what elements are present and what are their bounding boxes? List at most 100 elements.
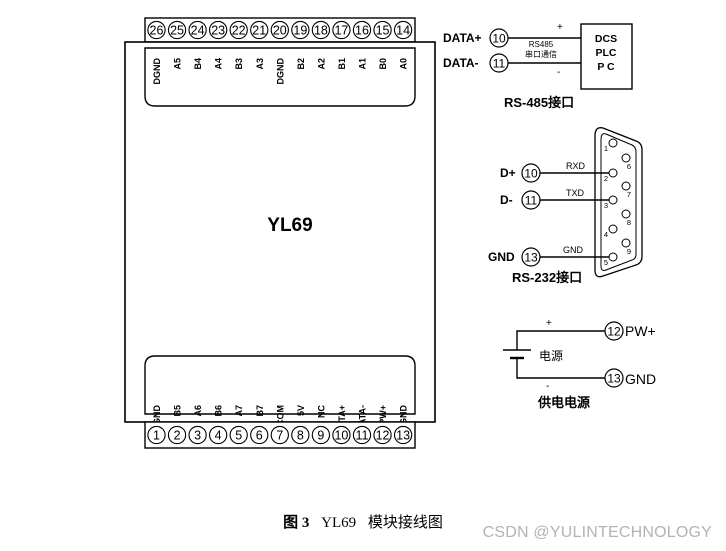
txd-label: TXD — [566, 188, 585, 198]
bottom-terminal-number: 12 — [376, 429, 390, 443]
db9-pin-number: 1 — [604, 144, 608, 153]
db9-pin-number: 4 — [604, 230, 608, 239]
bottom-terminal-number: 4 — [215, 429, 222, 443]
bottom-pin-label: 5V — [296, 405, 306, 416]
bottom-pin-label: B5 — [173, 405, 183, 417]
bottom-pin-label: PW+ — [378, 405, 388, 425]
bottom-terminal-number: 8 — [297, 429, 304, 443]
bottom-terminal-number: 3 — [194, 429, 201, 443]
db9-pin-hole — [621, 238, 631, 248]
bottom-terminal-number: 11 — [356, 429, 369, 443]
bottom-pin-label: DGND — [152, 405, 162, 432]
bottom-terminal-number: 1 — [153, 429, 160, 443]
bottom-terminal-number: 7 — [276, 429, 283, 443]
rs485-minus-sign: - — [557, 67, 560, 78]
rs485-data-plus-pin-number: 10 — [492, 32, 506, 46]
db9-pin-number: 9 — [627, 247, 631, 256]
db9-pin-hole — [608, 195, 618, 205]
rs232-gnd-pin-number: 13 — [524, 251, 538, 265]
rs232-d-plus-pin-number: 10 — [524, 167, 538, 181]
db9-pin-number: 6 — [627, 162, 631, 171]
rs485-data-minus-label: DATA- — [443, 56, 479, 70]
module-top-label-panel — [144, 47, 416, 107]
bottom-terminal-circle — [147, 425, 166, 445]
rs485-data-plus-label: DATA+ — [443, 31, 482, 45]
watermark: CSDN @YULINTECHNOLOGY — [482, 524, 712, 541]
db9-pin-number: 5 — [604, 258, 608, 267]
bottom-terminal-circle — [270, 425, 289, 445]
rs485-line-note-1: RS485 — [529, 40, 554, 49]
bottom-pin-label: NC — [316, 405, 326, 418]
top-pin-label: B0 — [378, 58, 388, 70]
bottom-terminal-number: 2 — [174, 429, 181, 443]
bottom-terminal-circle — [208, 425, 228, 445]
rs232-caption: RS-232接口 — [512, 270, 582, 285]
rs232-d-plus-label: D+ — [500, 166, 516, 180]
bottom-pin-label: A7 — [234, 405, 244, 417]
power-wiring: + - 电源 12 PW+ 13 GND 供电电源 — [503, 318, 656, 410]
top-pin-label: DGND — [275, 58, 285, 85]
rs232-d-minus-label: D- — [500, 193, 513, 207]
db9-connector-shell — [594, 127, 643, 278]
power-plus-sign: + — [546, 318, 552, 329]
top-terminal-circle — [311, 20, 331, 40]
top-terminal-number: 24 — [191, 24, 205, 38]
bottom-terminal-circle — [167, 425, 187, 445]
top-terminal-number: 19 — [293, 24, 307, 38]
db9-pin-number: 2 — [604, 174, 608, 183]
host-box — [580, 23, 633, 90]
db9-pin-number: 3 — [604, 201, 608, 210]
power-minus-sign: - — [546, 381, 549, 392]
db9-pin-hole — [608, 138, 618, 148]
bottom-terminal-number: 13 — [396, 429, 410, 443]
power-pw-pin — [604, 321, 624, 341]
bottom-terminal-circle — [250, 425, 269, 445]
db9-connector-inner — [600, 133, 637, 271]
top-terminal-circle — [250, 20, 269, 40]
top-terminal-number: 17 — [334, 24, 348, 38]
top-pin-label: DGND — [152, 58, 162, 85]
top-pin-label: B3 — [234, 58, 244, 70]
top-pin-label: B2 — [296, 58, 306, 70]
bottom-terminal-circle — [352, 425, 372, 445]
rs485-plus-sign: + — [557, 22, 563, 33]
top-terminal-circle — [291, 20, 310, 40]
bottom-terminal-number: 9 — [317, 429, 324, 443]
top-terminal-circle — [352, 20, 372, 40]
top-terminal-circle — [147, 20, 166, 40]
bottom-pin-label: GND — [399, 405, 409, 426]
bottom-pin-label: DICOM — [275, 405, 285, 435]
bottom-terminal-circle — [311, 425, 331, 445]
db9-pin-hole — [608, 252, 618, 262]
top-terminal-circle — [393, 20, 413, 40]
power-source-label: 电源 — [539, 349, 563, 363]
top-pin-label: A3 — [255, 58, 265, 70]
module-bottom-label-panel — [144, 355, 416, 415]
top-pin-label: A2 — [316, 58, 326, 70]
top-terminal-number: 22 — [232, 24, 246, 38]
gnd-wire-label: GND — [563, 245, 584, 255]
bottom-terminal-circle — [229, 425, 248, 445]
power-pw-label: PW+ — [625, 323, 656, 339]
bottom-terminal-number: 10 — [334, 429, 348, 443]
top-terminal-circle — [167, 20, 187, 40]
bottom-pin-label: A6 — [193, 405, 203, 417]
top-terminal-circle — [229, 20, 248, 40]
host-box-line-2: PLC — [596, 47, 617, 59]
top-terminal-circle — [373, 20, 392, 40]
db9-pin-hole — [608, 224, 618, 234]
power-pw-pin-number: 12 — [607, 325, 621, 339]
top-terminal-circle — [188, 20, 207, 40]
top-pin-label: B1 — [337, 58, 347, 70]
db9-pin-hole — [621, 181, 631, 191]
top-terminal-circle — [208, 20, 228, 40]
power-gnd-pin-number: 13 — [607, 372, 621, 386]
figure-model: YL69 — [321, 515, 357, 531]
rxd-label: RXD — [566, 161, 586, 171]
rs485-data-minus-pin-number: 11 — [493, 57, 506, 71]
bottom-pin-label: B6 — [214, 405, 224, 417]
figure-caption: 图 3 YL69 模块接线图 — [0, 511, 726, 532]
